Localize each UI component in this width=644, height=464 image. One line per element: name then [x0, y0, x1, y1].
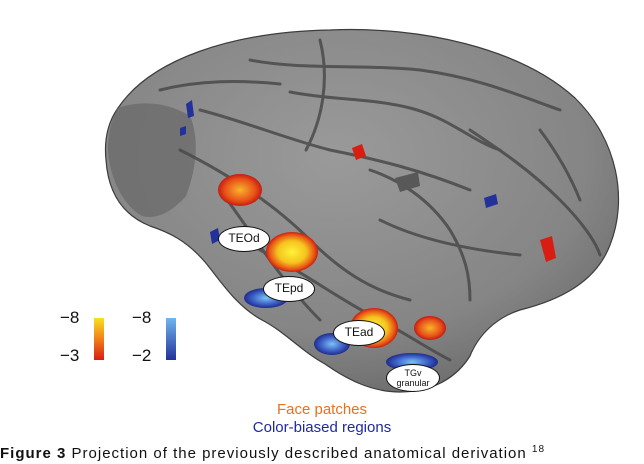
- label-tgv-line2: granular: [396, 378, 430, 388]
- label-tgv-granular: TGv granular: [386, 364, 440, 392]
- caption-lead: Figure 3: [0, 445, 67, 462]
- warm-scale-top: −8: [60, 308, 80, 327]
- brain-shadow-region: [108, 103, 196, 218]
- label-tgv-line1: TGv: [404, 368, 422, 378]
- warm-scale-bar: [94, 318, 104, 360]
- figure-caption: Figure 3 Projection of the previously de…: [0, 444, 545, 462]
- cool-scale-top: −8: [132, 308, 152, 327]
- caption-text: Projection of the previously described a…: [66, 445, 532, 462]
- legend-color-biased: Color-biased regions: [252, 419, 392, 436]
- legend-face-patches: Face patches: [276, 401, 368, 418]
- label-teod-text: TEOd: [228, 231, 260, 245]
- label-teod: TEOd: [218, 226, 270, 252]
- surface-mark: [395, 172, 420, 192]
- label-tead: TEad: [333, 320, 385, 346]
- warm-scale-bottom: −3: [60, 346, 80, 365]
- cool-scale-bottom: −2: [132, 346, 152, 365]
- label-tepd: TEpd: [263, 276, 315, 302]
- label-tepd-text: TEpd: [274, 281, 304, 295]
- label-tead-text: TEad: [344, 325, 374, 339]
- caption-superscript: 18: [531, 444, 546, 455]
- cool-scale-bar: [166, 318, 176, 360]
